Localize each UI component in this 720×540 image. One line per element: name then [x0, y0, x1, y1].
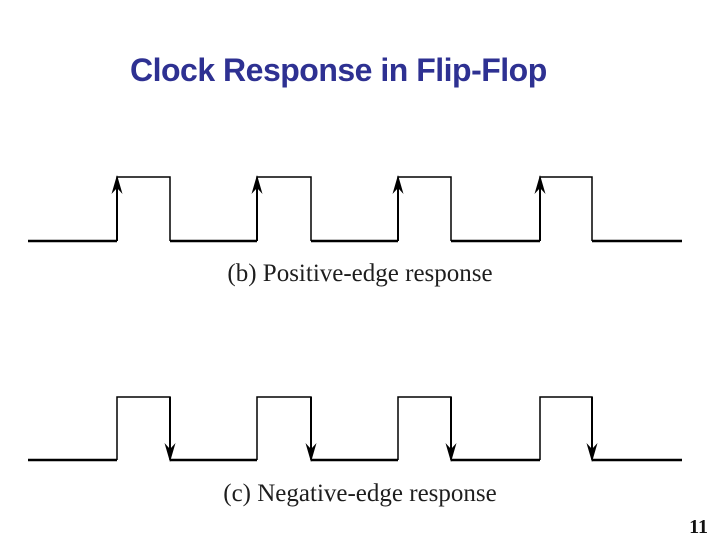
falling-edge-arrowhead-icon: [164, 443, 176, 462]
falling-edge-arrowhead-icon: [586, 443, 598, 462]
slide-title: Clock Response in Flip-Flop: [130, 52, 547, 88]
rising-edge-arrowhead-icon: [251, 175, 263, 194]
clock-pulses: [116, 396, 593, 460]
rising-edge-arrowhead-icon: [392, 175, 404, 194]
rising-edge-arrowhead-icon: [534, 175, 546, 194]
clock-pulses: [116, 176, 593, 241]
caption-positive-edge-response: (b) Positive-edge response: [227, 260, 493, 287]
caption-negative-edge-response: (c) Negative-edge response: [223, 480, 497, 507]
page-number: 11: [689, 516, 708, 538]
rising-edge-arrowhead-icon: [111, 175, 123, 194]
falling-edge-arrowhead-icon: [305, 443, 317, 462]
falling-edge-arrowhead-icon: [445, 443, 457, 462]
